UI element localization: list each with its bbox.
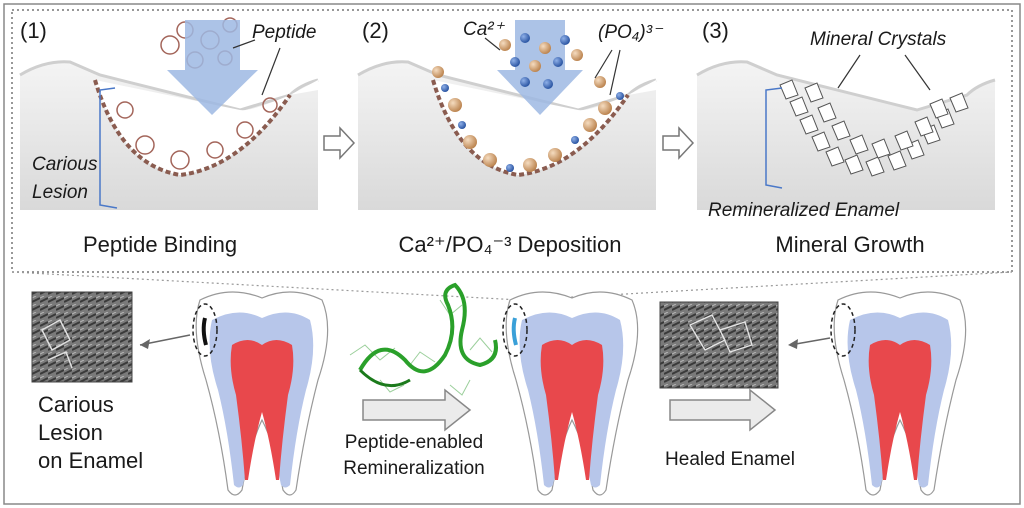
panel-1: (1) Peptide Carious Lesion Peptide Bindi…: [19, 17, 319, 257]
right-arrow-icon: [323, 126, 356, 160]
panel-3-number: (3): [702, 18, 729, 43]
remineralized-label: Remineralized Enamel: [708, 200, 900, 221]
right-arrow-icon: [362, 388, 472, 432]
step1-text-2: Remineralization: [343, 458, 485, 479]
peptide-molecule: [349, 282, 498, 396]
sem-image-icon: [659, 301, 779, 389]
lesion-mark: [201, 317, 208, 346]
lesion-bracket: [99, 87, 118, 209]
carious-label: Carious: [32, 154, 98, 175]
bound-ions: [432, 66, 624, 172]
remineralized-bracket: [765, 87, 783, 189]
panel-3: (3) Mineral Crystals Remineralized Ename…: [696, 18, 996, 257]
panel-1-caption: Peptide Binding: [83, 232, 237, 257]
mineral-crystals: [779, 79, 969, 177]
panel-2: (2) Ca²⁺ (PO₄)³⁻ Ca²⁺/PO₄⁻³ Deposition: [357, 18, 664, 257]
inset-box: [11, 9, 1013, 273]
outer-frame: [3, 3, 1021, 505]
lesion-label: Lesion: [32, 182, 88, 203]
remineralized-mark: [511, 317, 518, 346]
panel-3-caption: Mineral Growth: [775, 232, 924, 257]
crystals-label: Mineral Crystals: [810, 29, 947, 50]
peptide-label: Peptide: [252, 22, 316, 43]
panel-2-caption: Ca²⁺/PO₄⁻³ Deposition: [399, 232, 622, 257]
right-arrow-icon: [662, 126, 695, 160]
tooth-icon: [192, 291, 329, 496]
carious-text-2: Lesion: [38, 420, 103, 445]
step1-text-1: Peptide-enabled: [345, 432, 483, 453]
down-arrow-icon: [167, 20, 258, 115]
phosphate-label: (PO₄)³⁻: [598, 22, 664, 43]
calcium-label: Ca²⁺: [463, 19, 506, 40]
carious-text-3: on Enamel: [38, 448, 143, 473]
right-arrow-icon: [669, 388, 777, 432]
ion-cluster: [499, 33, 583, 89]
sem-image-icon: [31, 291, 133, 383]
step2-text: Healed Enamel: [665, 449, 795, 470]
tooth-icon: [502, 291, 639, 496]
panel-2-number: (2): [362, 18, 389, 43]
panel-1-number: (1): [20, 18, 47, 43]
tooth-icon: [830, 291, 967, 496]
carious-text-1: Carious: [38, 392, 114, 417]
